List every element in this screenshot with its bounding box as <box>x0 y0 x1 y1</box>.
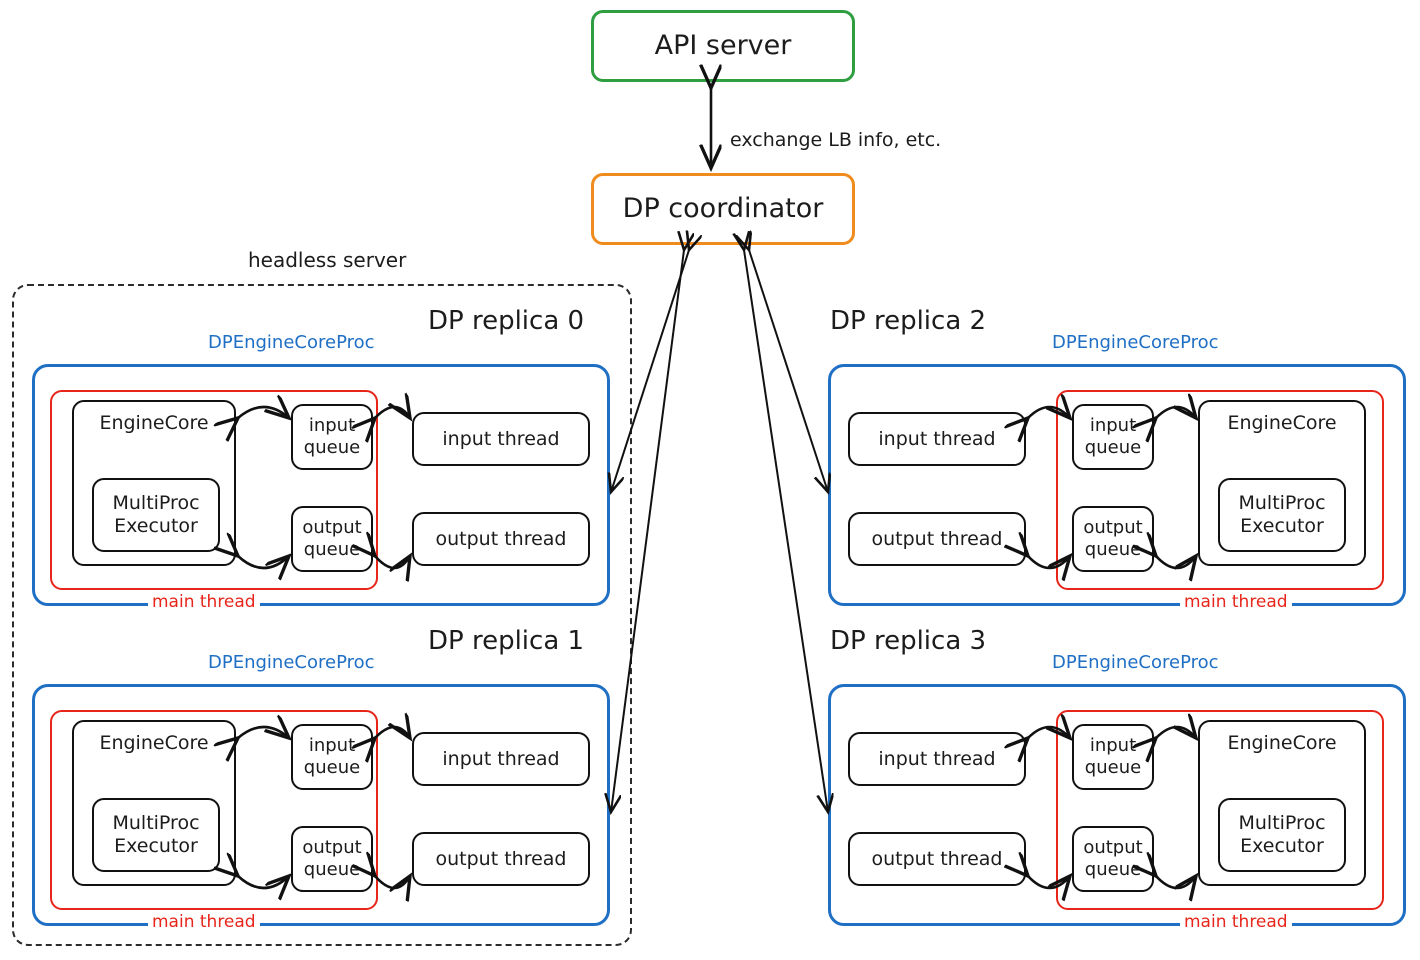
input-queue-line1-3: input <box>1089 735 1137 757</box>
output-queue-line1-0: output <box>302 517 362 539</box>
mpe-line1-2: MultiProc <box>1238 492 1326 515</box>
output-thread-label-3: output thread <box>871 847 1003 870</box>
input-thread-3[interactable]: input thread <box>848 732 1026 786</box>
input-queue-line2-3: queue <box>1084 757 1142 778</box>
output-thread-0[interactable]: output thread <box>412 512 590 566</box>
input-queue-line2-0: queue <box>303 437 361 458</box>
output-queue-1[interactable]: output queue <box>291 826 373 892</box>
output-queue-line2-3: queue <box>1084 859 1142 880</box>
output-thread-label-0: output thread <box>435 527 567 550</box>
process-label-3: DPEngineCoreProc <box>1052 652 1219 673</box>
input-thread-1[interactable]: input thread <box>412 732 590 786</box>
input-queue-line2-2: queue <box>1084 437 1142 458</box>
input-queue-3[interactable]: input queue <box>1072 724 1154 790</box>
multiproc-executor-3[interactable]: MultiProc Executor <box>1218 798 1346 872</box>
multiproc-executor-2[interactable]: MultiProc Executor <box>1218 478 1346 552</box>
input-thread-label-2: input thread <box>878 427 996 450</box>
edge-label-exchange-lb-info: exchange LB info, etc. <box>730 129 942 151</box>
output-queue-3[interactable]: output queue <box>1072 826 1154 892</box>
output-thread-2[interactable]: output thread <box>848 512 1026 566</box>
mpe-line2-0: Executor <box>114 515 198 537</box>
output-thread-label-1: output thread <box>435 847 567 870</box>
multiproc-executor-0[interactable]: MultiProc Executor <box>92 478 220 552</box>
engine-core-label-2: EngineCore <box>1227 412 1337 434</box>
engine-core-label-0: EngineCore <box>99 412 209 434</box>
input-queue-line2-1: queue <box>303 757 361 778</box>
replica-title-2: DP replica 2 <box>830 306 987 336</box>
arrow-coordinator-replica-3 <box>744 250 828 812</box>
input-queue-2[interactable]: input queue <box>1072 404 1154 470</box>
arrow-coordinator-replica-2 <box>749 250 828 492</box>
process-label-2: DPEngineCoreProc <box>1052 332 1219 353</box>
node-dp-coordinator-label: DP coordinator <box>622 193 824 225</box>
main-thread-label-1: main thread <box>148 912 260 932</box>
input-queue-0[interactable]: input queue <box>291 404 373 470</box>
process-label-1: DPEngineCoreProc <box>208 652 375 673</box>
input-thread-0[interactable]: input thread <box>412 412 590 466</box>
multiproc-executor-1[interactable]: MultiProc Executor <box>92 798 220 872</box>
mpe-line1-0: MultiProc <box>112 492 200 515</box>
output-queue-line1-3: output <box>1083 837 1143 859</box>
engine-core-label-3: EngineCore <box>1227 732 1337 754</box>
node-api-server-label: API server <box>654 30 792 62</box>
input-thread-label-1: input thread <box>442 747 560 770</box>
output-queue-line2-1: queue <box>303 859 361 880</box>
output-queue-line2-2: queue <box>1084 539 1142 560</box>
output-queue-line2-0: queue <box>303 539 361 560</box>
output-thread-label-2: output thread <box>871 527 1003 550</box>
output-queue-2[interactable]: output queue <box>1072 506 1154 572</box>
mpe-line2-3: Executor <box>1240 835 1324 857</box>
input-queue-line1-2: input <box>1089 415 1137 437</box>
mpe-line2-2: Executor <box>1240 515 1324 537</box>
input-thread-label-0: input thread <box>442 427 560 450</box>
output-queue-line1-2: output <box>1083 517 1143 539</box>
node-dp-coordinator[interactable]: DP coordinator <box>591 173 855 245</box>
mpe-line2-1: Executor <box>114 835 198 857</box>
output-thread-1[interactable]: output thread <box>412 832 590 886</box>
engine-core-label-1: EngineCore <box>99 732 209 754</box>
headless-server-label: headless server <box>248 248 407 272</box>
input-thread-label-3: input thread <box>878 747 996 770</box>
input-thread-2[interactable]: input thread <box>848 412 1026 466</box>
output-queue-0[interactable]: output queue <box>291 506 373 572</box>
output-queue-line1-1: output <box>302 837 362 859</box>
main-thread-label-3: main thread <box>1180 912 1292 932</box>
replica-title-0: DP replica 0 <box>428 306 585 336</box>
main-thread-label-2: main thread <box>1180 592 1292 612</box>
input-queue-line1-1: input <box>308 735 356 757</box>
replica-title-3: DP replica 3 <box>830 626 987 656</box>
input-queue-1[interactable]: input queue <box>291 724 373 790</box>
node-api-server[interactable]: API server <box>591 10 855 82</box>
mpe-line1-1: MultiProc <box>112 812 200 835</box>
input-queue-line1-0: input <box>308 415 356 437</box>
main-thread-label-0: main thread <box>148 592 260 612</box>
mpe-line1-3: MultiProc <box>1238 812 1326 835</box>
output-thread-3[interactable]: output thread <box>848 832 1026 886</box>
process-label-0: DPEngineCoreProc <box>208 332 375 353</box>
replica-title-1: DP replica 1 <box>428 626 585 656</box>
